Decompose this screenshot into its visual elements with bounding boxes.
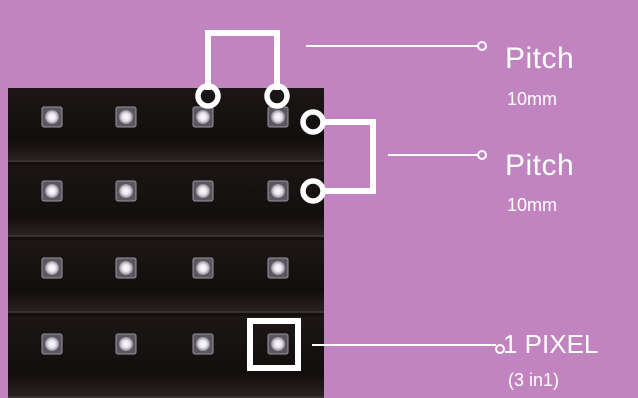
pixel-title: 1 PIXEL (503, 329, 599, 359)
led-pixel (115, 333, 137, 355)
led-light (196, 337, 210, 351)
led-pixel (192, 180, 214, 202)
pitch-vertical-leader-end (477, 150, 487, 160)
led-light (45, 337, 59, 351)
led-light (271, 337, 285, 351)
led-light (196, 110, 210, 124)
pitch-horizontal-marker-right (264, 83, 290, 109)
led-light (119, 337, 133, 351)
led-pixel (192, 106, 214, 128)
pitch-horizontal-marker-left (195, 83, 221, 109)
led-light (45, 261, 59, 275)
pitch-vertical-marker-top (300, 109, 326, 135)
led-light (45, 184, 59, 198)
led-pixel (267, 333, 289, 355)
led-pixel (115, 106, 137, 128)
led-pixel (192, 333, 214, 355)
led-light (196, 261, 210, 275)
pitch-vertical-title: Pitch (505, 149, 575, 182)
pitch-vertical-marker-bottom (300, 178, 326, 204)
led-grid (41, 106, 289, 355)
panel-row (8, 316, 324, 398)
pitch-horizontal-title: Pitch (505, 42, 575, 75)
pitch-horizontal-leader-end (477, 41, 487, 51)
led-pixel (41, 180, 63, 202)
led-pixel (192, 257, 214, 279)
led-light (119, 110, 133, 124)
pitch-horizontal-value: 10mm (507, 89, 558, 109)
led-pixel (41, 257, 63, 279)
pixel-annotation (247, 318, 505, 371)
led-light (271, 110, 285, 124)
led-pixel (267, 257, 289, 279)
led-pixel (41, 333, 63, 355)
pixel-subtitle: (3 in1) (508, 370, 560, 390)
pitch-vertical-value: 10mm (507, 195, 558, 215)
led-pixel (267, 106, 289, 128)
led-light (119, 184, 133, 198)
pixel-leader-end (495, 344, 505, 354)
led-panel (8, 88, 324, 398)
led-light (45, 110, 59, 124)
led-light (271, 261, 285, 275)
led-pixel (115, 180, 137, 202)
led-light (196, 184, 210, 198)
pitch-vertical-annotation (300, 109, 487, 204)
led-pixel (41, 106, 63, 128)
pixel-highlight-box (247, 318, 301, 371)
led-light (119, 261, 133, 275)
pitch-horizontal-annotation (195, 30, 487, 109)
led-pixel (267, 180, 289, 202)
led-light (271, 184, 285, 198)
led-pixel (115, 257, 137, 279)
